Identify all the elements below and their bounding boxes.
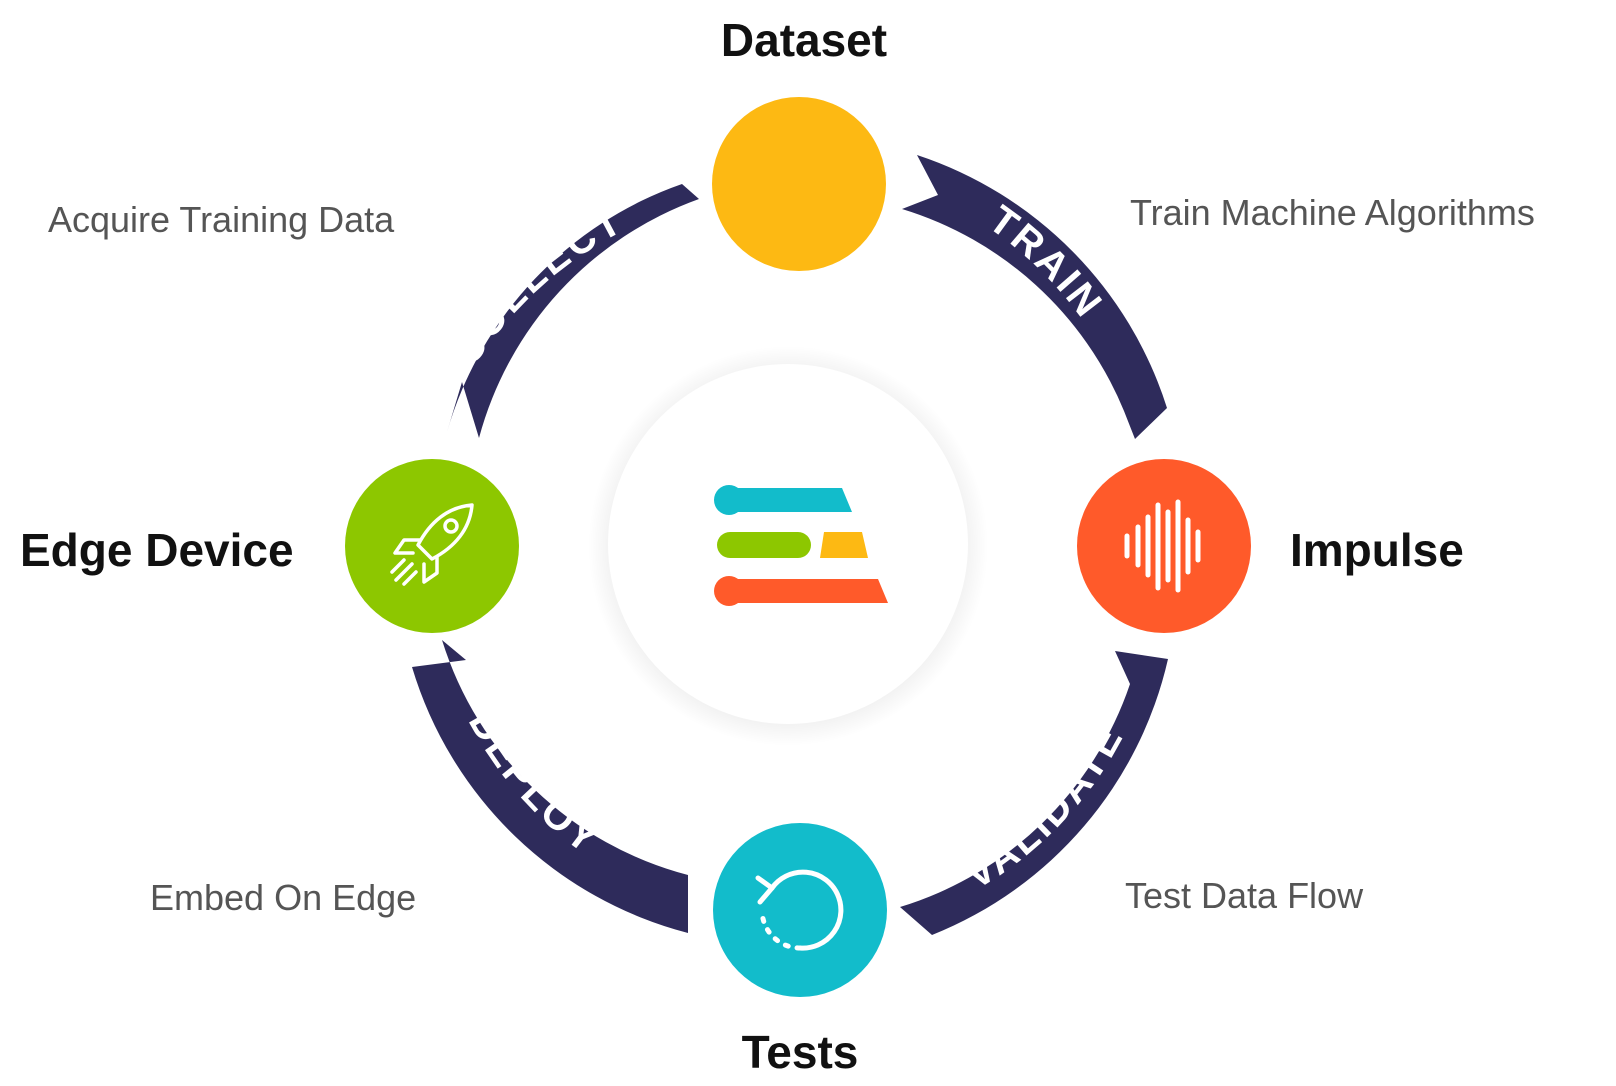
train-description: Train Machine Algorithms (1130, 192, 1535, 233)
deploy-arrow (412, 640, 688, 933)
refresh-icon (755, 869, 844, 951)
dataset-node (712, 97, 886, 271)
edge-device-node (345, 459, 519, 633)
collect-arrow (447, 184, 699, 438)
deploy-description: Embed On Edge (150, 877, 416, 918)
validate-description: Test Data Flow (1125, 875, 1364, 916)
tests-node (713, 823, 887, 997)
train-label: TRAIN (981, 197, 1112, 326)
waveform-icon (1124, 499, 1201, 593)
collect-description: Acquire Training Data (48, 199, 395, 240)
dataset-label: Dataset (721, 14, 887, 66)
validate-label: VALIDATE (958, 717, 1133, 898)
validate-arrow (900, 651, 1168, 935)
impulse-node (1077, 459, 1251, 633)
edge-impulse-logo-icon (714, 485, 888, 606)
tests-label: Tests (742, 1026, 859, 1078)
edge-device-label: Edge Device (20, 524, 294, 576)
impulse-label: Impulse (1290, 524, 1464, 576)
train-arrow (902, 155, 1167, 439)
rocket-icon (390, 503, 474, 586)
collect-label: COLLECT (444, 198, 631, 373)
